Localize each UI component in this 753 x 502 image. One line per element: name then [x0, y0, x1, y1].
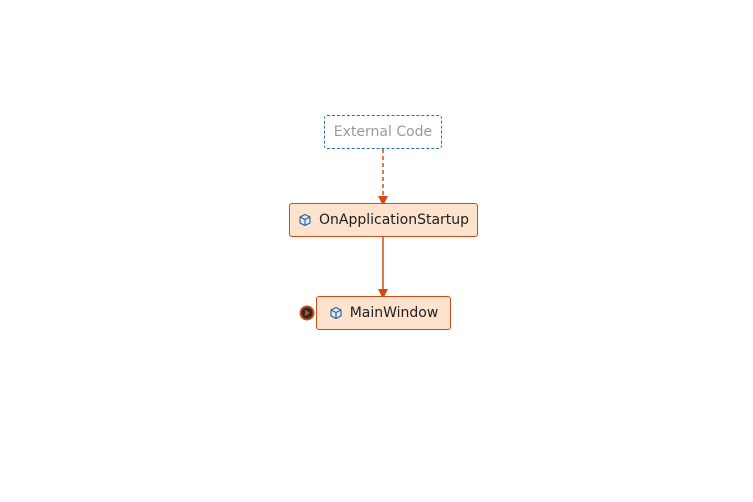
- on-application-startup-label: OnApplicationStartup: [318, 212, 470, 228]
- external-code-node[interactable]: External Code: [324, 115, 442, 149]
- main-window-label: MainWindow: [349, 305, 439, 321]
- cube-icon: [298, 213, 312, 227]
- current-frame-indicator-icon: [299, 305, 315, 321]
- external-code-label: External Code: [333, 124, 433, 140]
- cube-icon: [329, 306, 343, 320]
- main-window-node[interactable]: MainWindow: [316, 296, 451, 330]
- on-application-startup-node[interactable]: OnApplicationStartup: [289, 203, 478, 237]
